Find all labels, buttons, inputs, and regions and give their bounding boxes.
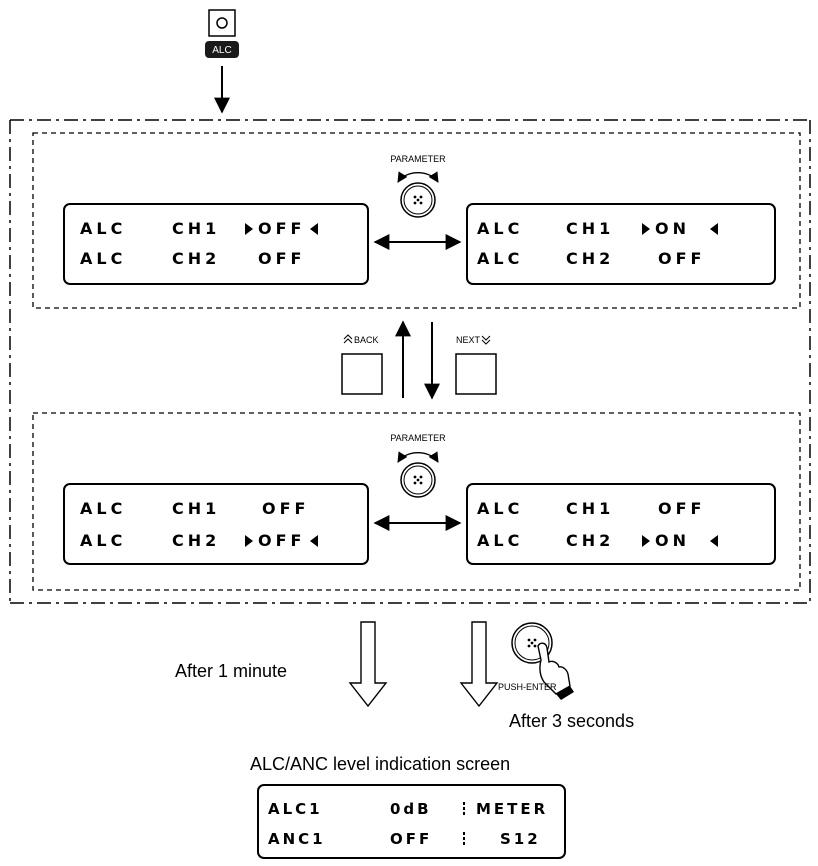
parameter-knob-1[interactable]: PARAMETER xyxy=(390,154,446,218)
lcd-text: OFF xyxy=(390,830,432,848)
lcd-text: CH2 xyxy=(172,531,220,550)
pointing-hand-icon xyxy=(537,642,574,700)
separator-dots xyxy=(463,802,465,845)
cursor-right-icon xyxy=(245,535,253,547)
lcd-text: CH1 xyxy=(566,219,614,238)
lcd-text: OFF xyxy=(258,219,305,238)
push-enter-knob[interactable]: PUSH-ENTER xyxy=(498,622,574,700)
cursor-right-icon xyxy=(642,535,650,547)
cursor-right-icon xyxy=(642,223,650,235)
lcd-text: ALC xyxy=(477,249,523,268)
lcd-text: CH2 xyxy=(566,249,614,268)
alc-key[interactable]: ALC xyxy=(205,9,239,58)
cursor-left-icon xyxy=(310,223,318,235)
lcd-ch1-off: ALC CH1 OFF ALC CH2 OFF xyxy=(63,203,369,285)
cursor-left-icon xyxy=(310,535,318,547)
lcd-text: ALC xyxy=(80,499,126,518)
lcd-text: OFF xyxy=(262,499,309,518)
double-chevron-up-icon xyxy=(343,334,353,344)
lcd-text: ALC xyxy=(477,499,523,518)
lcd-text: CH2 xyxy=(566,531,614,550)
knob-label: PARAMETER xyxy=(390,433,446,443)
alc-key-label: ALC xyxy=(212,45,231,56)
lcd-text: 0dB xyxy=(390,800,432,818)
parameter-knob-2[interactable]: PARAMETER xyxy=(390,433,446,498)
next-label: NEXT xyxy=(456,335,481,345)
knob-label: PARAMETER xyxy=(390,154,446,164)
lcd-text: ON xyxy=(655,219,690,238)
lcd-text: ALC xyxy=(477,219,523,238)
screen-title-caption: ALC/ANC level indication screen xyxy=(250,754,510,774)
panel-ch1 xyxy=(32,132,801,309)
lcd-text: METER xyxy=(476,800,548,818)
cursor-left-icon xyxy=(710,223,718,235)
lcd-text: ALC xyxy=(477,531,523,550)
next-button[interactable]: NEXT xyxy=(455,335,497,395)
lcd-text: ALC xyxy=(80,531,126,550)
lcd-text: ANC1 xyxy=(268,830,326,848)
back-button[interactable]: BACK xyxy=(341,334,383,395)
level-indication-lcd: ALC1 0dB METER ANC1 OFF S12 xyxy=(257,784,566,859)
panel-ch2 xyxy=(32,412,801,591)
lcd-text: ALC1 xyxy=(268,800,323,818)
cursor-left-icon xyxy=(710,535,718,547)
lcd-text: CH2 xyxy=(172,249,220,268)
cursor-right-icon xyxy=(245,223,253,235)
lcd-text: S12 xyxy=(500,830,541,848)
lcd-text: OFF xyxy=(658,249,705,268)
lcd-text: ALC xyxy=(80,249,126,268)
lcd-text: OFF xyxy=(258,249,305,268)
lcd-ch2-off: ALC CH1 OFF ALC CH2 OFF xyxy=(63,483,369,565)
lcd-text: OFF xyxy=(658,499,705,518)
lcd-text: CH1 xyxy=(172,219,220,238)
back-label: BACK xyxy=(354,335,379,345)
after-seconds-arrow xyxy=(459,621,499,708)
lcd-text: CH1 xyxy=(172,499,220,518)
lcd-ch2-on: ALC CH1 OFF ALC CH2 ON xyxy=(466,483,776,565)
lcd-ch1-on: ALC CH1 ON ALC CH2 OFF xyxy=(466,203,776,285)
lcd-text: OFF xyxy=(258,531,305,550)
double-chevron-down-icon xyxy=(481,335,491,345)
after-minute-caption: After 1 minute xyxy=(175,661,287,681)
lcd-text: ALC xyxy=(80,219,126,238)
after-seconds-caption: After 3 seconds xyxy=(509,711,634,731)
lcd-text: CH1 xyxy=(566,499,614,518)
outer-frame xyxy=(9,119,811,604)
after-minute-arrow xyxy=(348,621,388,708)
push-enter-label: PUSH-ENTER xyxy=(498,682,557,692)
lcd-text: ON xyxy=(655,531,690,550)
